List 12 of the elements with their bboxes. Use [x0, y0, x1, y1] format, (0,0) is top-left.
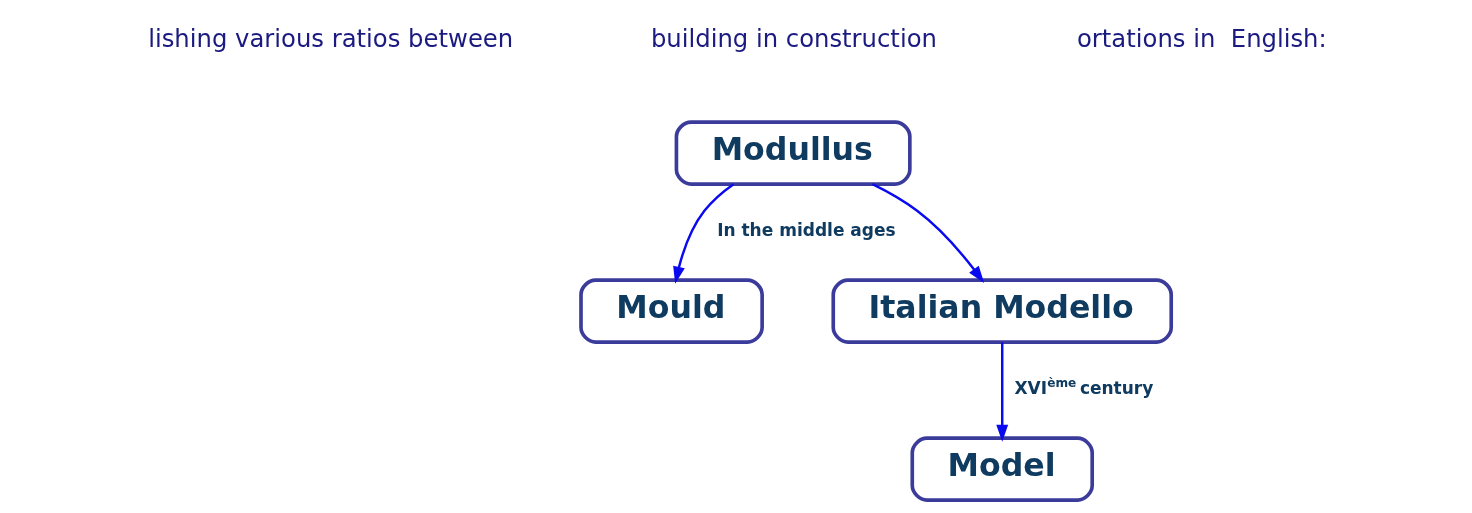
arrow: [996, 341, 1009, 442]
label: ortations in English:: [1077, 23, 1327, 53]
arrow: [871, 182, 985, 283]
edge-label: XVI$^{ème}$ century: [1014, 375, 1154, 398]
label: lishing various ratios between: [148, 23, 514, 53]
node-box: Modullus: [674, 119, 912, 186]
edge-label: In the middle ages: [717, 219, 896, 240]
node-box: Mould: [579, 277, 764, 344]
node-box: Model: [910, 435, 1095, 502]
node-box: Italian Modello: [831, 277, 1174, 344]
label: building in construction: [650, 23, 937, 53]
arrow: [673, 182, 735, 284]
